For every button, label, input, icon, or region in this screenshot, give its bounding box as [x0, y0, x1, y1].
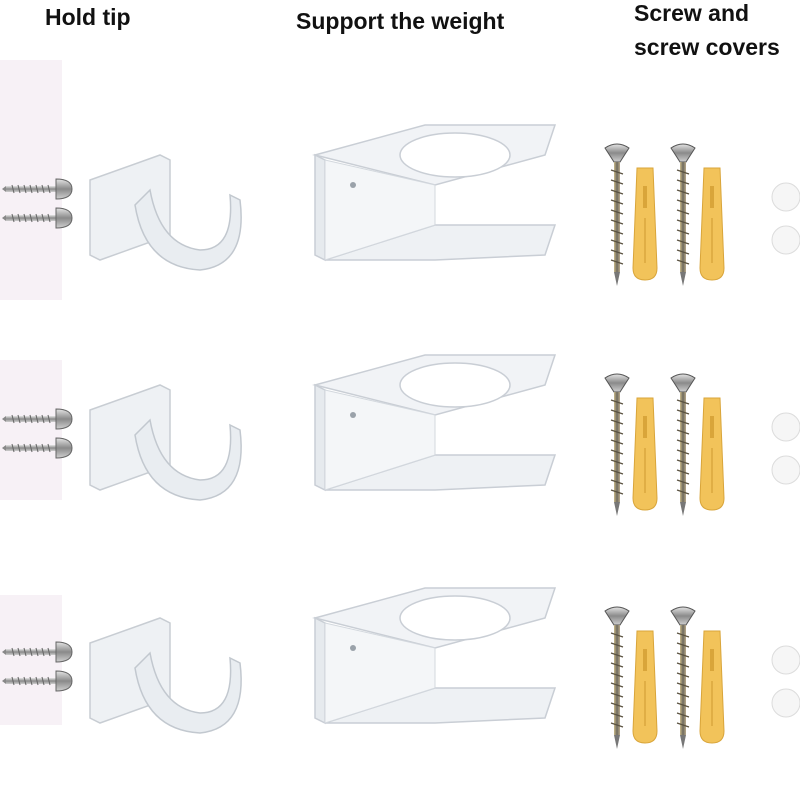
- background-tint: [0, 360, 62, 500]
- product-set-row-1: [2, 125, 800, 286]
- background-tint: [0, 60, 62, 300]
- product-set-row-3: [2, 588, 800, 749]
- product-set-row-2: [2, 355, 800, 516]
- background-tint: [0, 595, 62, 725]
- screw-label-line2: screw covers: [634, 34, 780, 60]
- support-weight-label: Support the weight: [296, 8, 505, 34]
- screw-label-line1: Screw and: [634, 0, 750, 26]
- hold-tip-label: Hold tip: [45, 4, 131, 30]
